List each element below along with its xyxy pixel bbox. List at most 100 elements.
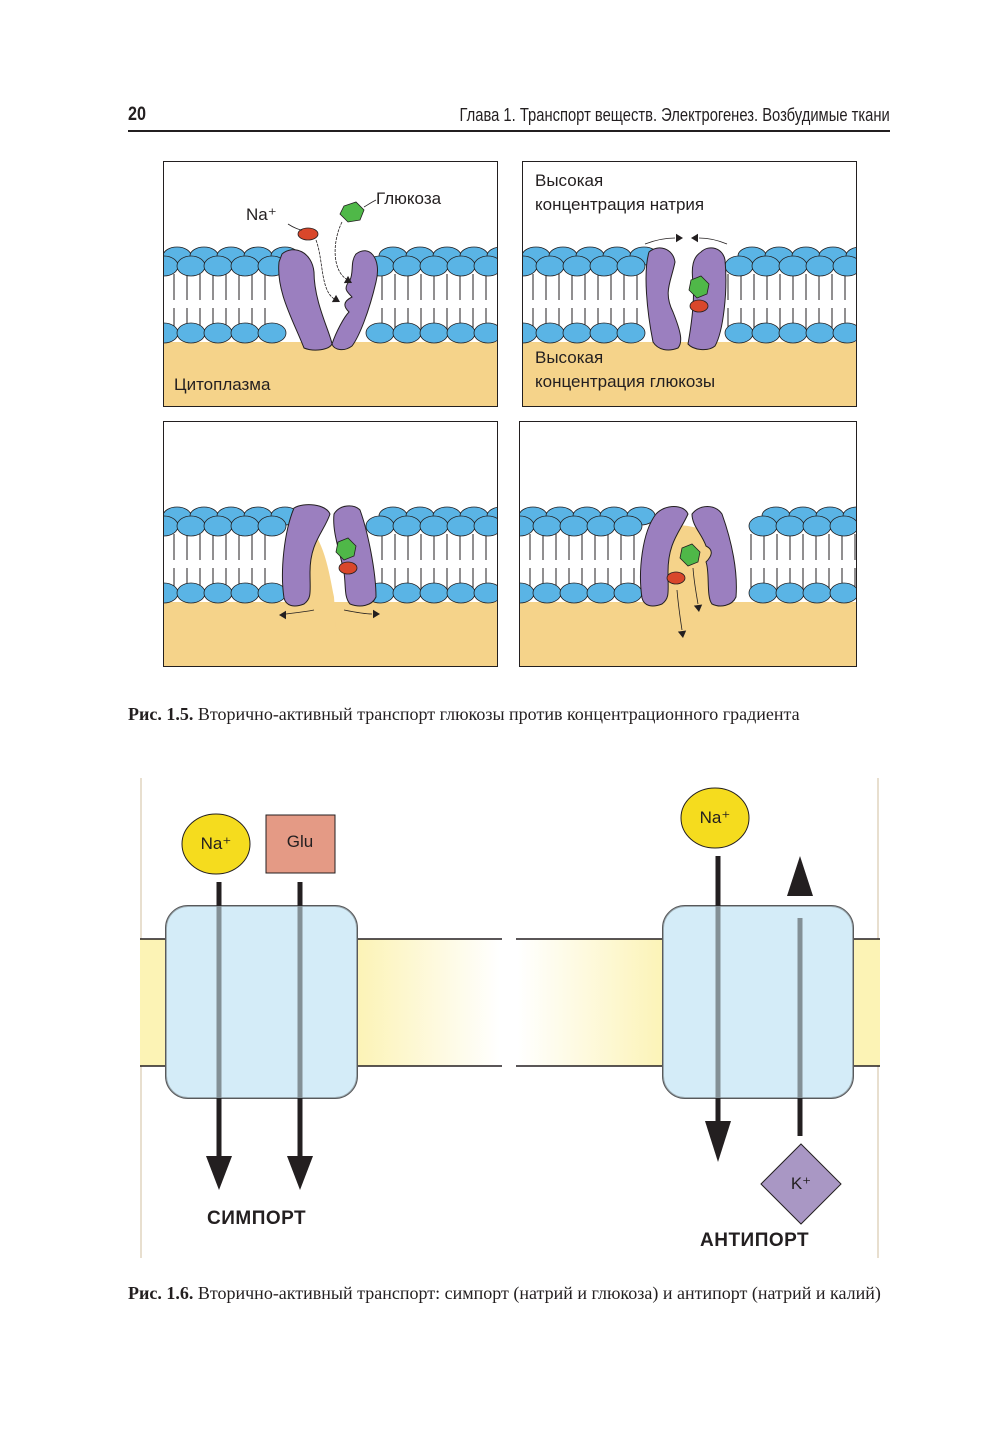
high-sodium-label-line2: концентрация натрия [535,195,705,214]
lipid-head [392,515,422,537]
closing-arrow-right [698,237,728,245]
lipid-head [589,255,619,277]
lipid-head [613,582,643,604]
lipid-head [562,322,592,344]
lipid-head [829,515,856,537]
lipid-head [419,322,449,344]
symport-glucose-label: Glu [286,832,314,851]
figure-1-5-panel-b: Высокая концентрация натрия Высокая конц… [522,161,857,407]
lipid-head [805,255,835,277]
lipid-head [751,255,781,277]
sodium-leader-line [287,223,303,231]
running-title: Глава 1. Транспорт веществ. Электрогенез… [459,105,890,125]
antiport-label: АНТИПОРТ [700,1230,810,1251]
lipid-head [392,322,422,344]
figure-1-5-caption: Рис. 1.5. Вторично-активный транспорт гл… [128,703,800,725]
lipid-head [616,255,646,277]
lipid-head [748,582,778,604]
membrane-band-left-fade [355,939,500,1066]
transporter-protein-left [645,247,682,351]
glucose-path-arrow [334,221,349,281]
glucose-molecule [679,543,701,567]
figure-1-6-caption-label: Рис. 1.6. [128,1283,194,1303]
symport-glucose-arrowhead [287,1156,313,1190]
lipid-head [230,322,260,344]
lipid-head [832,322,856,344]
lipid-head [535,322,565,344]
lipid-head [176,322,206,344]
lipid-head [446,322,476,344]
lipid-head [775,582,805,604]
symport-sodium-label: Na⁺ [200,834,232,853]
lipid-head [805,322,835,344]
opening-arrow-left [285,609,315,615]
transporter-protein-left [278,249,333,351]
panel-b-illustration [523,233,856,406]
lipid-head [802,515,832,537]
glucose-leader-line [363,199,377,208]
cytoplasm-label: Цитоплазма [174,375,271,394]
lipid-head [176,582,206,604]
lipid-head [473,582,497,604]
lipid-head [778,255,808,277]
lipid-head [832,255,856,277]
lipid-head [724,322,754,344]
lipid-head [559,582,589,604]
lipid-head [535,255,565,277]
sodium-path-arrow [315,239,337,301]
lipid-head [176,515,206,537]
lipid-head [230,582,260,604]
lipid-head [616,322,646,344]
lipid-head [257,322,287,344]
opening-arrow-right [343,609,373,615]
cytoplasm-region [523,342,856,406]
lipid-head [473,515,497,537]
transporter-protein-right [691,506,737,607]
high-glucose-label-line2: концентрация глюкозы [535,372,716,391]
antiport-sodium-arrowhead [705,1121,731,1162]
panel-d-illustration [520,506,856,666]
figure-1-6: Na⁺ Glu Na⁺ K⁺ СИМПОРТ АНТИПОРТ [140,778,880,1258]
sodium-path-arrowhead [331,294,340,303]
glucose-molecule [688,275,710,299]
lipid-head [532,515,562,537]
figure-1-5-caption-label: Рис. 1.5. [128,704,194,724]
lipid-head [586,582,616,604]
symport-glucose-box [265,814,336,874]
sodium-exit-arrowhead [677,630,687,638]
lipid-head [532,582,562,604]
symport-label: СИМПОРТ [207,1208,307,1229]
sodium-label: Na⁺ [246,205,277,224]
high-sodium-label-line1: Высокая [535,171,604,190]
lipid-head [203,255,233,277]
symport-sodium-arrowhead [206,1156,232,1190]
lipid-head [613,515,643,537]
lipid-head [559,515,589,537]
figure-1-5-caption-text: Вторично-активный транспорт глюкозы прот… [193,704,800,724]
transporter-protein-left [282,504,331,607]
lipid-head [257,515,287,537]
cytoplasm-inflow [655,525,723,666]
panel-a-illustration [164,199,497,406]
lipid-head [589,322,619,344]
lipid-head [203,582,233,604]
lipid-head [419,515,449,537]
lipid-head [724,255,754,277]
lipid-head [230,515,260,537]
sodium-ion [666,571,686,585]
sodium-ion [689,299,709,313]
lipid-head [419,582,449,604]
closing-arrowhead-left [676,233,683,243]
transporter-protein-right [687,247,727,351]
transporter-protein-left [640,506,689,607]
lipid-head [164,582,179,604]
figure-1-5-panel-c [163,421,498,667]
antiport-potassium-ion [760,1143,842,1225]
lipid-head [778,322,808,344]
lipid-head [392,582,422,604]
glucose-molecule [339,201,365,223]
sodium-ion [338,561,358,575]
lipid-head [230,255,260,277]
lipid-head [520,582,535,604]
antiport-sodium-ion [680,787,750,849]
